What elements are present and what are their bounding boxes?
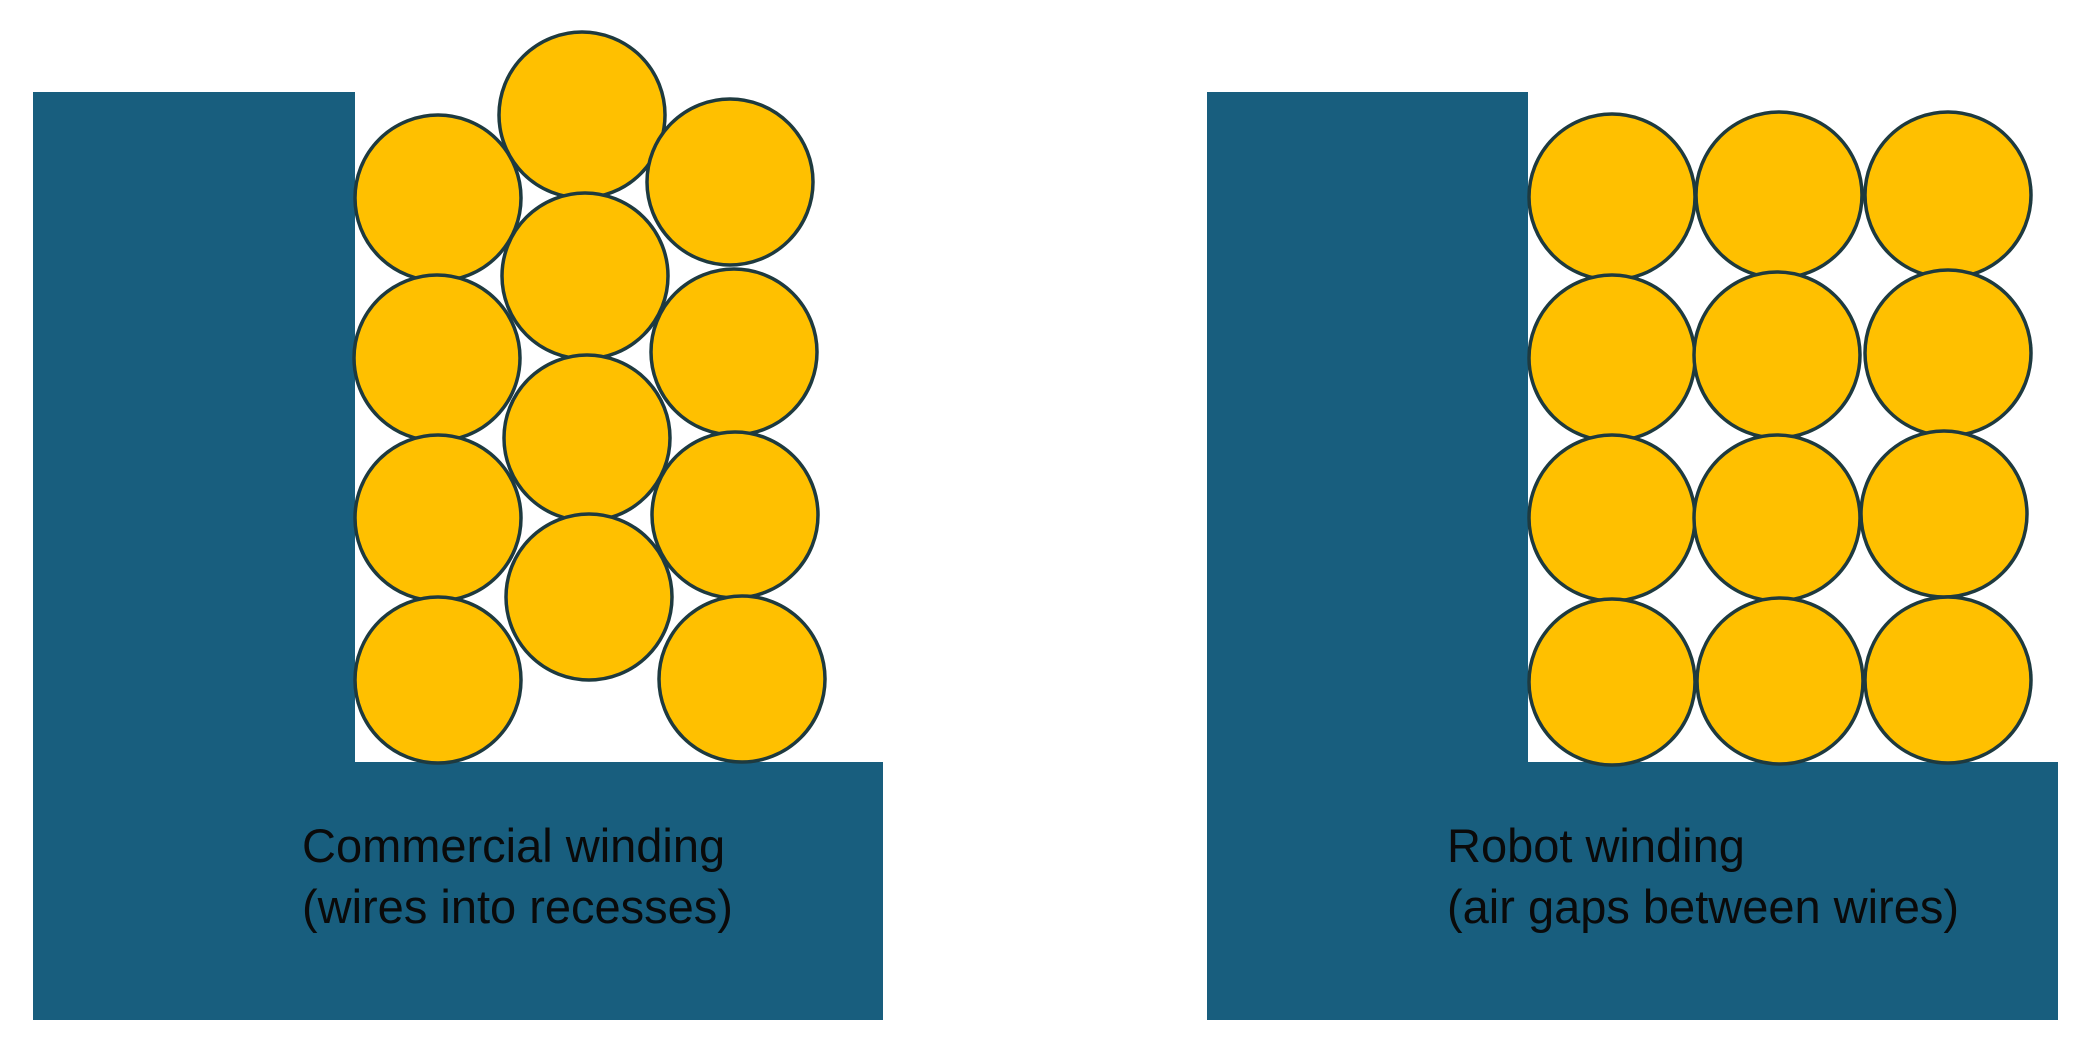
wire-cross-section xyxy=(1695,596,1865,766)
commercial-bobbin-l-shape xyxy=(33,92,883,1020)
wire-cross-section xyxy=(1863,595,2033,765)
commercial-caption-line1: Commercial winding xyxy=(302,819,725,872)
wire-cross-section xyxy=(353,113,523,283)
wire-cross-section xyxy=(353,595,523,765)
commercial-caption: Commercial winding (wires into recesses) xyxy=(302,819,738,933)
wire-cross-section xyxy=(1859,429,2029,599)
wire-cross-section xyxy=(1527,433,1697,603)
wire-cross-section xyxy=(1527,273,1697,443)
wire-cross-section xyxy=(645,97,815,267)
wire-cross-section xyxy=(352,273,522,443)
commercial-wire-bundle xyxy=(352,30,827,765)
robot-winding-panel: Robot winding (air gaps between wires) xyxy=(1207,92,2058,1020)
wire-cross-section xyxy=(353,433,523,603)
robot-bobbin-l-shape xyxy=(1207,92,2058,1020)
commercial-winding-panel: Commercial winding (wires into recesses) xyxy=(33,30,883,1020)
wire-cross-section xyxy=(1863,110,2033,280)
wire-cross-section xyxy=(1527,112,1697,282)
commercial-caption-line2: (wires into recesses) xyxy=(302,880,733,933)
robot-caption: Robot winding (air gaps between wires) xyxy=(1447,819,1959,933)
wire-cross-section xyxy=(502,353,672,523)
wire-cross-section xyxy=(650,430,820,600)
wire-cross-section xyxy=(1692,433,1862,603)
wire-cross-section xyxy=(500,191,670,361)
wire-cross-section xyxy=(1692,270,1862,440)
wire-cross-section xyxy=(657,594,827,764)
wire-cross-section xyxy=(497,30,667,200)
wire-cross-section xyxy=(1527,597,1697,767)
robot-caption-line2: (air gaps between wires) xyxy=(1447,880,1959,933)
robot-caption-line1: Robot winding xyxy=(1447,819,1745,872)
wire-cross-section xyxy=(649,267,819,437)
wire-cross-section xyxy=(1694,110,1864,280)
robot-wire-bundle xyxy=(1527,110,2033,767)
wire-cross-section xyxy=(504,512,674,682)
wire-cross-section xyxy=(1863,268,2033,438)
